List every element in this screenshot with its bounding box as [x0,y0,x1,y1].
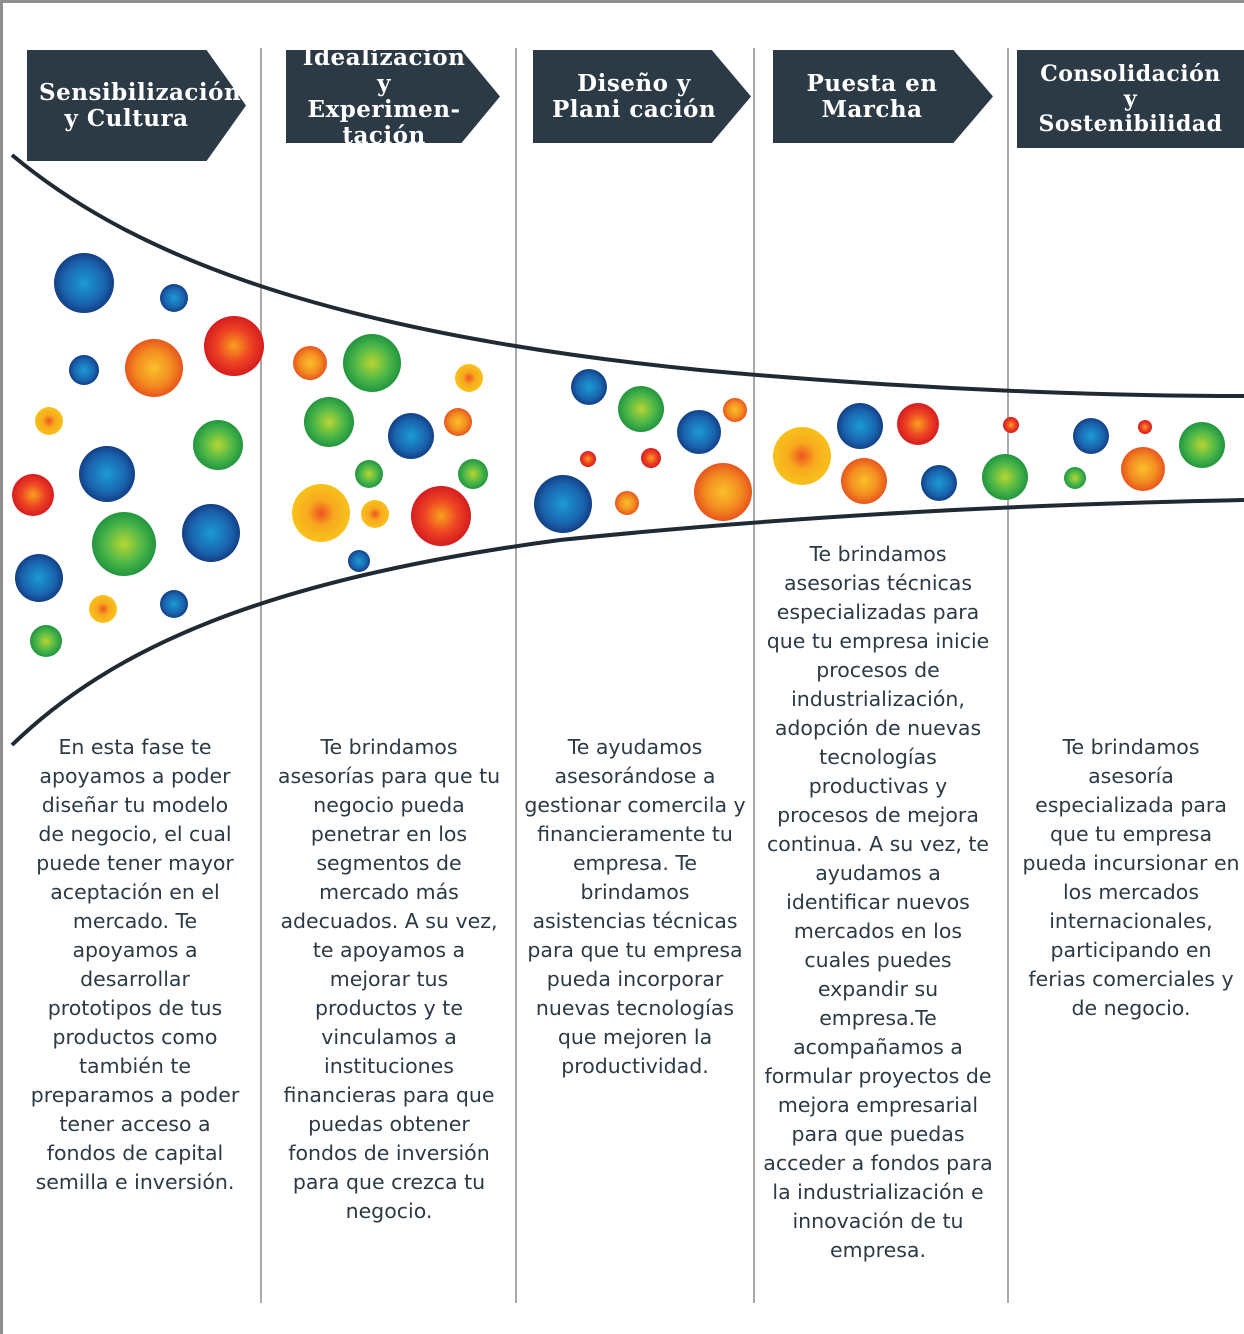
stage-banner-idealizacion: Idealización y Experimen- tación [286,50,500,143]
bubble [1003,417,1019,433]
bubble [204,316,264,376]
bubble [580,451,596,467]
stage-title: Puesta en Marcha [806,69,938,123]
bubble [304,397,354,447]
bubble [193,420,243,470]
stage-description: Te brindamos asesorías para que tu negoc… [277,735,501,1223]
bubble [444,408,472,436]
bubble [1138,420,1152,434]
bubble [694,463,752,521]
bubble [12,474,54,516]
stage-title: Consolidación y Sostenibilidad [1038,60,1223,137]
bubble [182,504,240,562]
column-divider [753,48,755,1303]
stage-banner-diseno: Diseño y Plani cación [533,50,751,143]
bubble [69,355,99,385]
bubble [160,590,188,618]
column-divider [260,48,262,1303]
bubble [1073,418,1109,454]
stage-description: Te ayudamos asesorándose a gestionar com… [524,735,746,1078]
stage-title: Idealización y Experimen- tación [302,43,466,149]
bubble [160,284,188,312]
bubble [293,346,327,380]
bubble [92,512,156,576]
bubble [571,369,607,405]
bubble [534,475,592,533]
stage-description: Te brindamos asesoría especializada para… [1022,735,1240,1020]
funnel-bottom-curve [10,498,1244,747]
bubble [292,484,350,542]
bubble [388,413,434,459]
funnel-top-curve [10,153,1244,398]
bubble [982,454,1028,500]
bubble [30,625,62,657]
stage-banner-puesta-en-marcha: Puesta en Marcha [773,50,993,143]
bubble [1179,422,1225,468]
bubble [641,448,661,468]
bubble [1121,447,1165,491]
stage-banner-consolidacion: Consolidación y Sostenibilidad [1017,50,1244,148]
bubble [348,550,370,572]
stage-title: Sensibilización y Cultura [39,78,242,132]
bubble [361,500,389,528]
bubble [15,554,63,602]
bubble [455,364,483,392]
column-divider [1007,48,1009,1303]
bubble [897,403,939,445]
bubble [458,459,488,489]
stage-title: Diseño y Plani cación [551,69,717,123]
bubble [618,386,664,432]
bubble [921,465,957,501]
bubble [723,398,747,422]
bubble [355,460,383,488]
bubble [79,446,135,502]
bubble [343,334,401,392]
bubble [773,427,831,485]
bubble [677,410,721,454]
bubble [89,595,117,623]
bubble [411,486,471,546]
bubble [841,458,887,504]
column-divider [515,48,517,1303]
bubble [837,403,883,449]
stage-description: En esta fase te apoyamos a poder diseñar… [30,735,240,1194]
bubble [35,407,63,435]
bubble [125,339,183,397]
bubble [1064,467,1086,489]
bubble [54,253,114,313]
bubble [615,491,639,515]
stage-description: Te brindamos asesorias técnicas especial… [763,542,993,1262]
stage-banner-sensibilizacion: Sensibilización y Cultura [27,50,246,161]
